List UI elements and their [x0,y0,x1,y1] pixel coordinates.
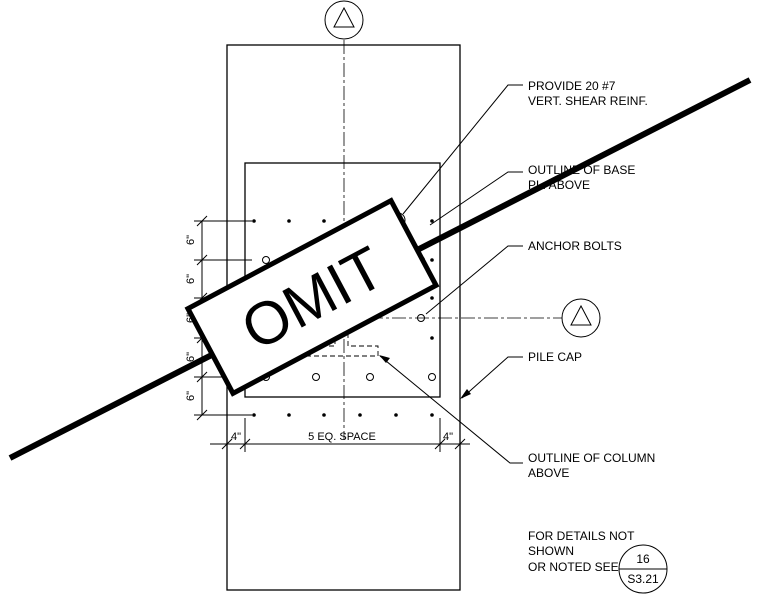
detail-number: 16 [636,552,650,566]
pile-cap-arrowhead [460,389,471,399]
note-details-line3: OR NOTED SEE [528,560,619,574]
note-details-line1: FOR DETAILS NOT [528,529,635,543]
horizontal-dimension-string: 4" 5 EQ. SPACE 4" [210,418,470,452]
dim-vertical-5: 6" [185,391,197,401]
dim-spacing: 5 EQ. SPACE [308,431,376,443]
dim-right-edge: 4" [443,431,453,443]
detail-reference-bubble: 16 S3.21 [618,544,668,594]
dim-vertical-2: 6" [185,274,197,284]
note-pile-cap: PILE CAP [528,350,582,364]
note-anchor-bolts: ANCHOR BOLTS [528,239,622,253]
note-column-line2: ABOVE [528,466,569,480]
note-base-plate-line1: OUTLINE OF BASE [528,163,635,177]
dim-vertical-1: 6" [185,235,197,245]
column-arrowhead [379,355,390,363]
omit-stamp: OMIT [184,197,440,397]
leaders [379,84,523,464]
dim-left-edge: 4" [231,431,241,443]
note-details-line2: SHOWN [528,544,574,558]
dim-vertical-4: 6" [185,352,197,362]
note-shear-reinf-line1: PROVIDE 20 #7 [528,79,616,93]
detail-sheet: S3.21 [627,572,659,586]
grid-marker-right [561,298,601,338]
grid-marker-top [324,0,364,40]
note-column-line1: OUTLINE OF COLUMN [528,451,655,465]
note-shear-reinf-line2: VERT. SHEAR REINF. [528,94,648,108]
